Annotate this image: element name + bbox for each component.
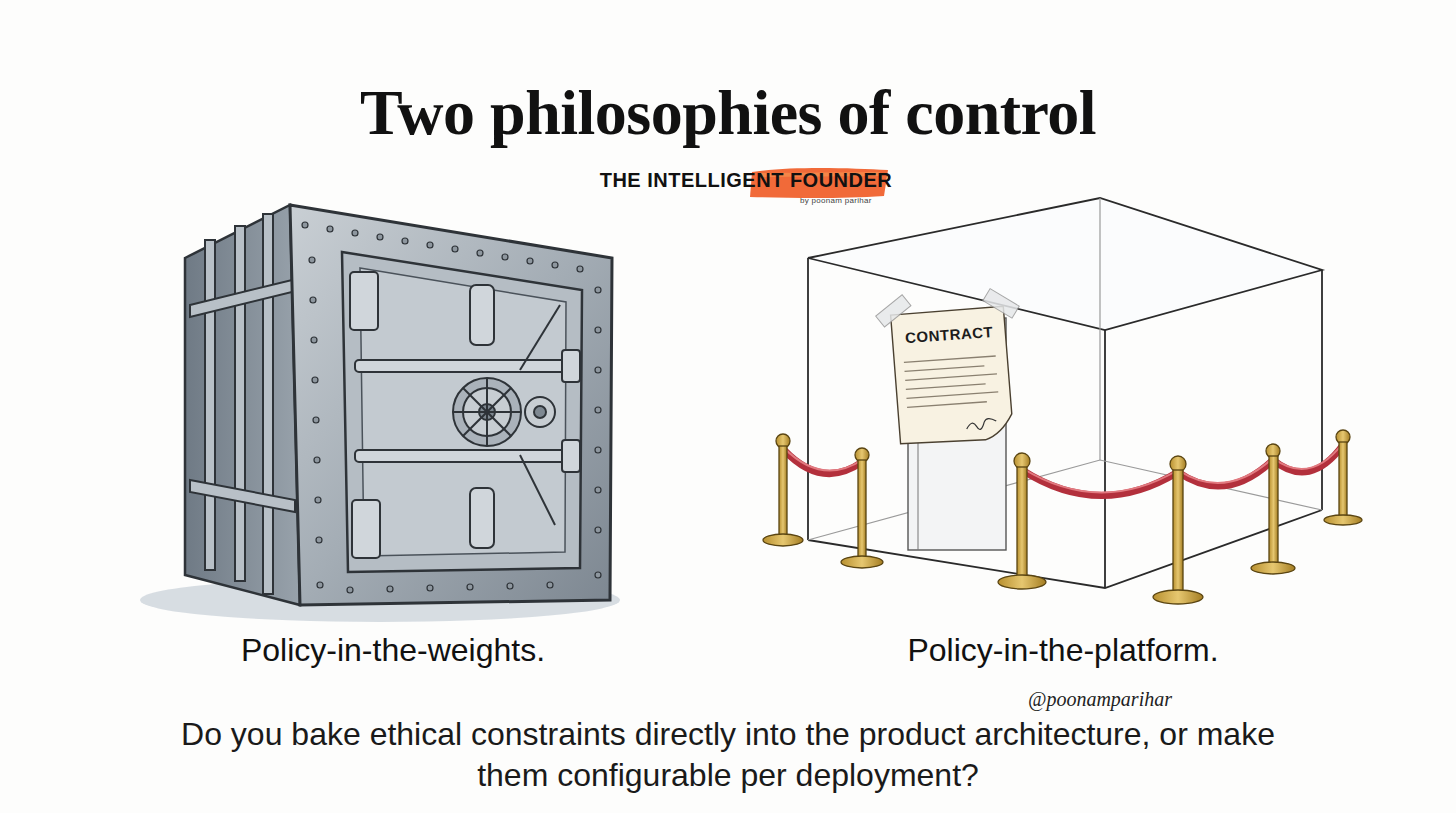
brand-name: THE INTELLIGENT FOUNDER xyxy=(600,169,893,192)
question-caption: Do you bake ethical constraints directly… xyxy=(158,714,1298,796)
vault-illustration xyxy=(140,205,620,622)
slide-title: Two philosophies of control xyxy=(0,76,1456,150)
contract-sign: CONTRACT xyxy=(888,304,1015,448)
brand-byline: by poonam parihar xyxy=(800,196,872,205)
glass-box-illustration xyxy=(808,198,1322,588)
rope-barrier xyxy=(763,430,1362,604)
author-handle: @poonamparihar xyxy=(1028,688,1172,711)
vault-label: Policy-in-the-weights. xyxy=(241,632,545,669)
platform-label: Policy-in-the-platform. xyxy=(907,632,1218,669)
